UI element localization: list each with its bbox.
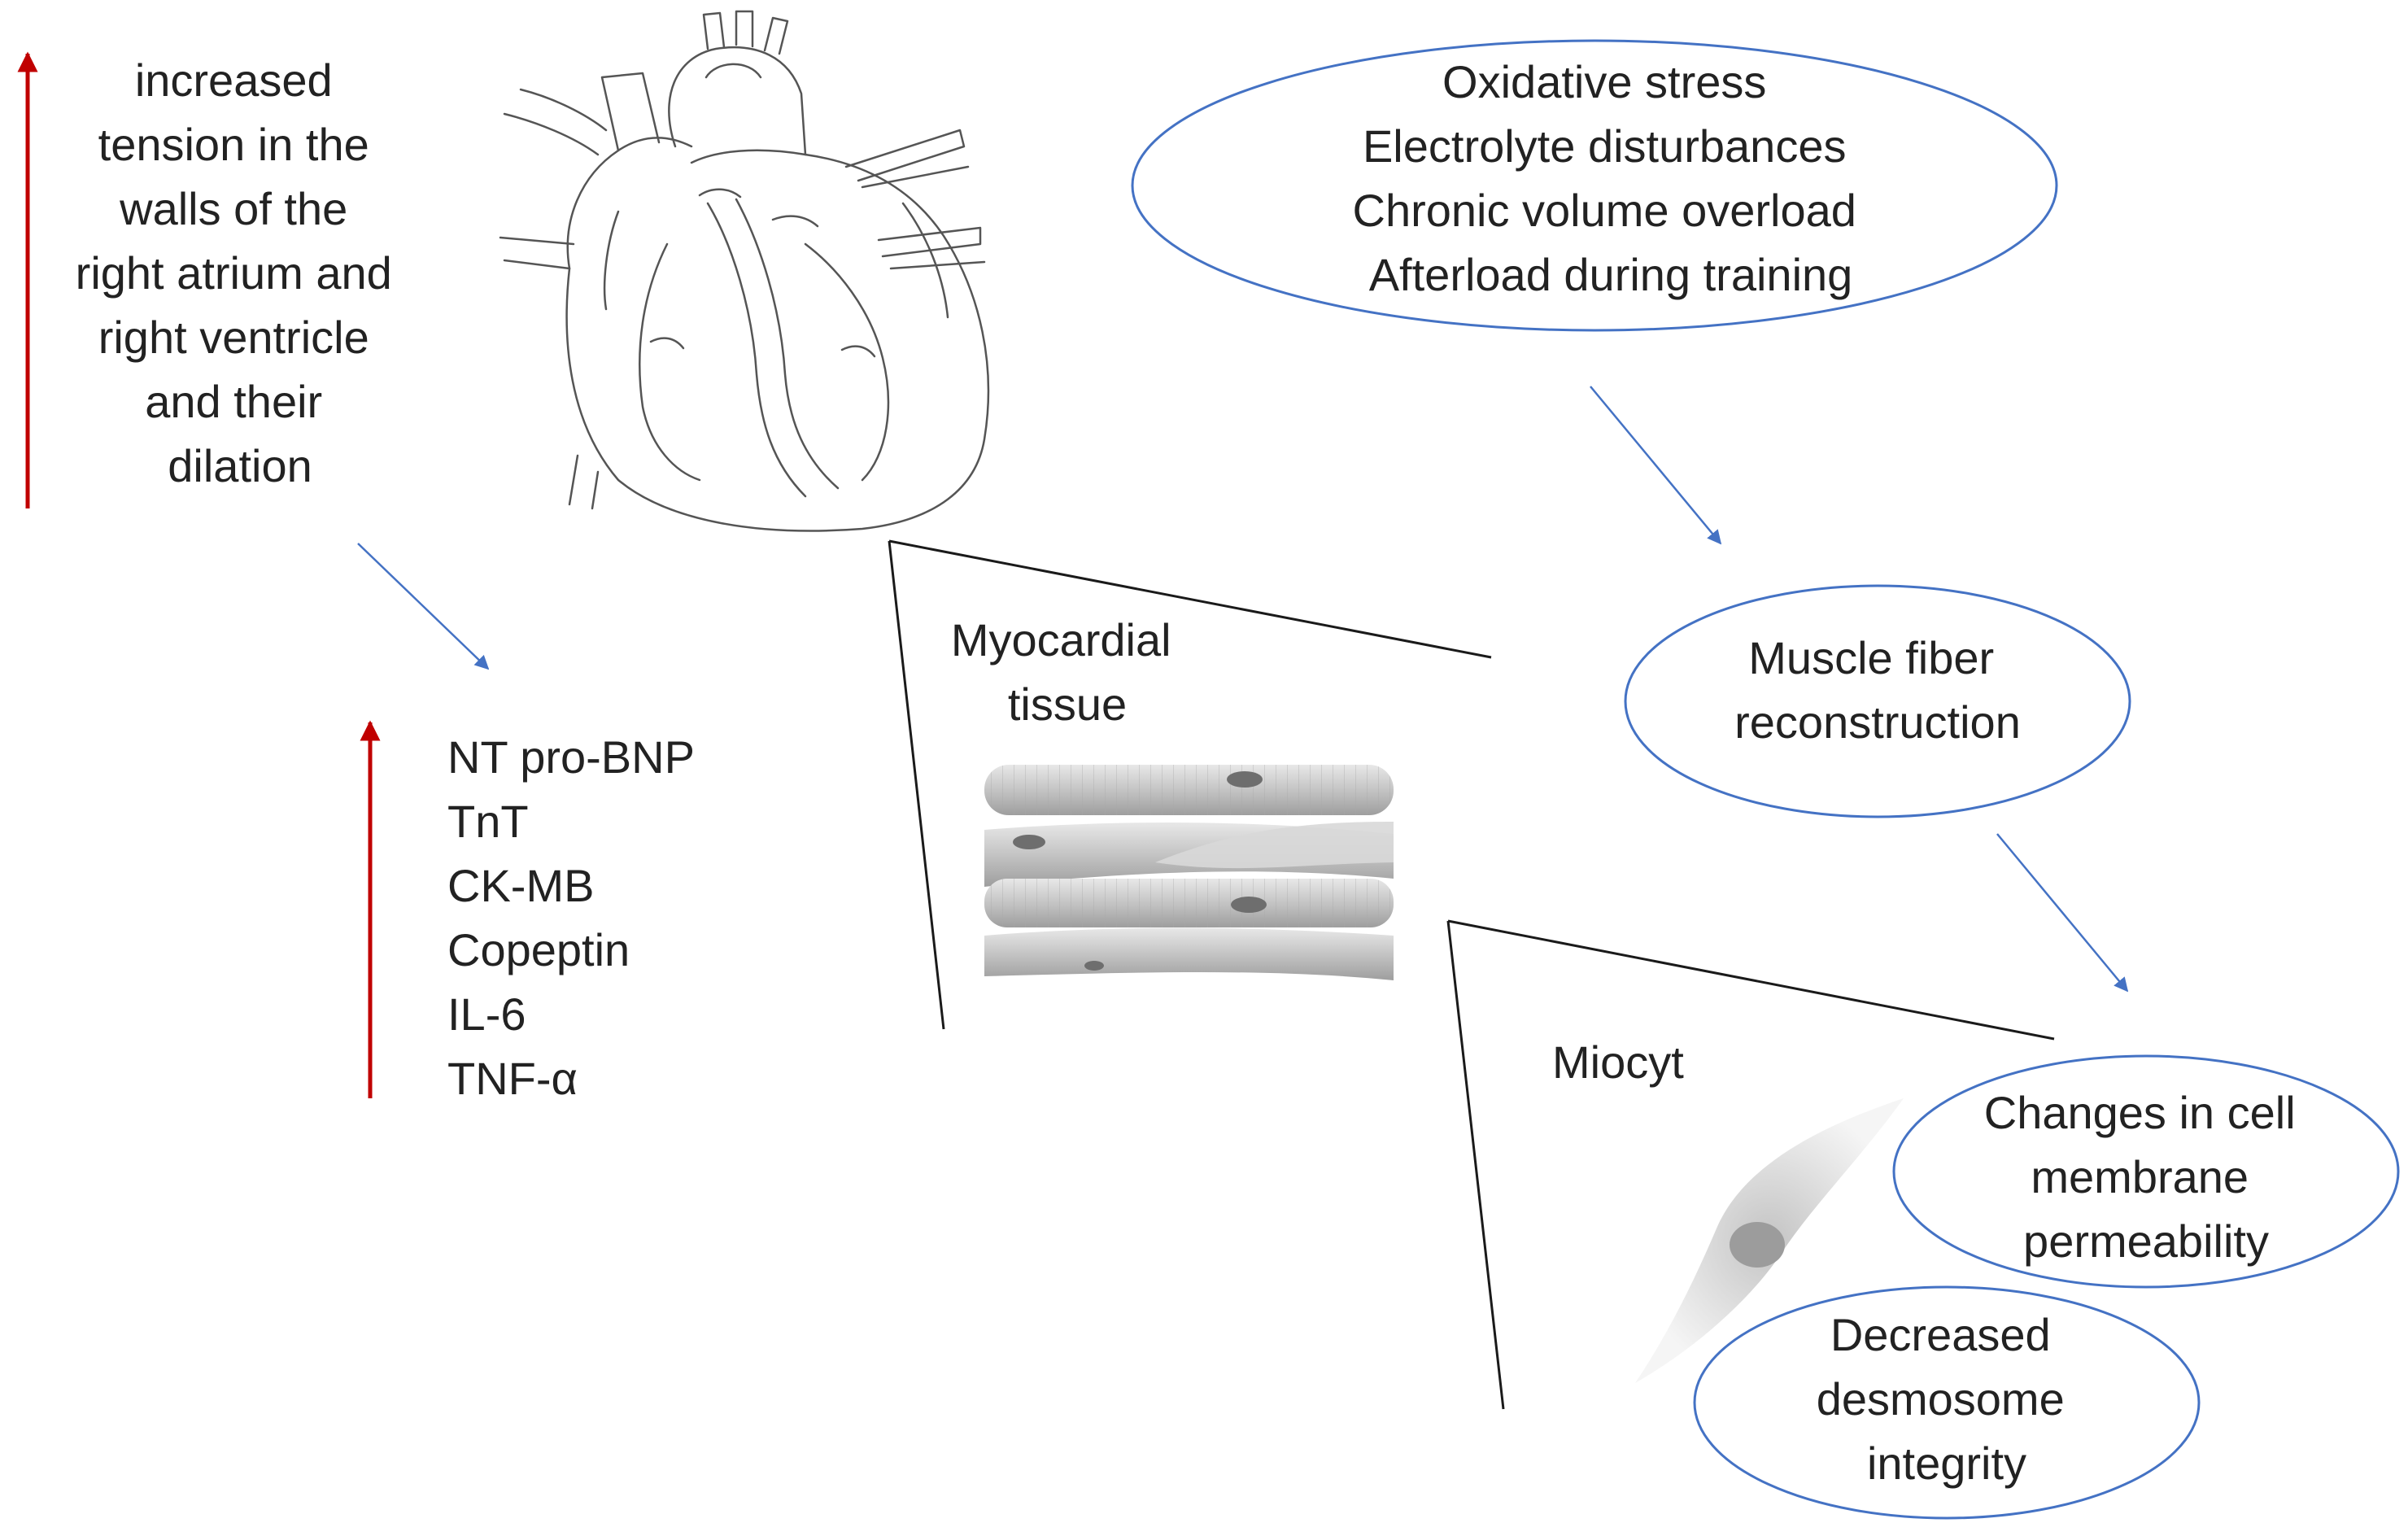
biomarker-item: TNF-α bbox=[447, 1053, 578, 1104]
arrow-to-membrane bbox=[1996, 833, 2129, 993]
membrane-text: Changes in cell membrane permeability bbox=[1984, 1087, 2308, 1267]
left-text-line: dilation bbox=[168, 440, 312, 491]
left-text-line: tension in the bbox=[98, 119, 369, 170]
biomarker-item: CK-MB bbox=[447, 860, 594, 911]
biomarker-list: NT pro-BNP TnT CK-MB Copeptin IL-6 TNF-α bbox=[447, 731, 706, 1104]
heart-anatomy-icon bbox=[499, 10, 990, 532]
cell-label: Miocyt bbox=[1552, 1036, 1684, 1088]
reconstruction-text: Muscle fiber reconstruction bbox=[1734, 632, 2021, 748]
cause-item: Afterload during training bbox=[1369, 249, 1853, 300]
biomarker-item: NT pro-BNP bbox=[447, 731, 694, 783]
tissue-label: Myocardial tissue bbox=[951, 614, 1184, 730]
muscle-fibers-icon bbox=[984, 765, 1394, 980]
biomarker-item: IL-6 bbox=[447, 988, 526, 1040]
causes-ellipse bbox=[1131, 39, 2058, 332]
cause-item: Chronic volume overload bbox=[1353, 185, 1856, 236]
membrane-ellipse bbox=[1892, 1054, 2400, 1289]
reconstruction-ellipse bbox=[1624, 584, 2131, 818]
left-text-line: increased bbox=[135, 55, 333, 106]
desmosome-ellipse bbox=[1693, 1285, 2201, 1520]
arrow-to-reconstruction bbox=[1590, 386, 1722, 545]
myocyte-cell-icon bbox=[1635, 1098, 1904, 1383]
causes-text: Oxidative stress Electrolyte disturbance… bbox=[1353, 56, 1869, 300]
cause-item: Oxidative stress bbox=[1442, 56, 1766, 107]
zoom-line-cell-top bbox=[1447, 919, 2055, 1041]
zoom-line-cell-left bbox=[1446, 920, 1505, 1410]
left-text-line: walls of the bbox=[119, 183, 347, 234]
arrow-to-markers bbox=[357, 543, 490, 670]
biomarker-item: TnT bbox=[447, 796, 528, 847]
left-text-line: and their bbox=[145, 376, 322, 427]
left-text-block: increased tension in the walls of the ri… bbox=[76, 55, 405, 491]
cause-item: Electrolyte disturbances bbox=[1363, 120, 1847, 172]
left-text-line: right atrium and bbox=[76, 247, 392, 299]
left-text-line: right ventricle bbox=[98, 312, 369, 363]
zoom-line-tissue-left bbox=[888, 540, 945, 1030]
zoom-line-tissue-top bbox=[888, 539, 1492, 659]
desmosome-text: Decreased desmosome integrity bbox=[1817, 1309, 2078, 1489]
biomarker-item: Copeptin bbox=[447, 924, 630, 975]
